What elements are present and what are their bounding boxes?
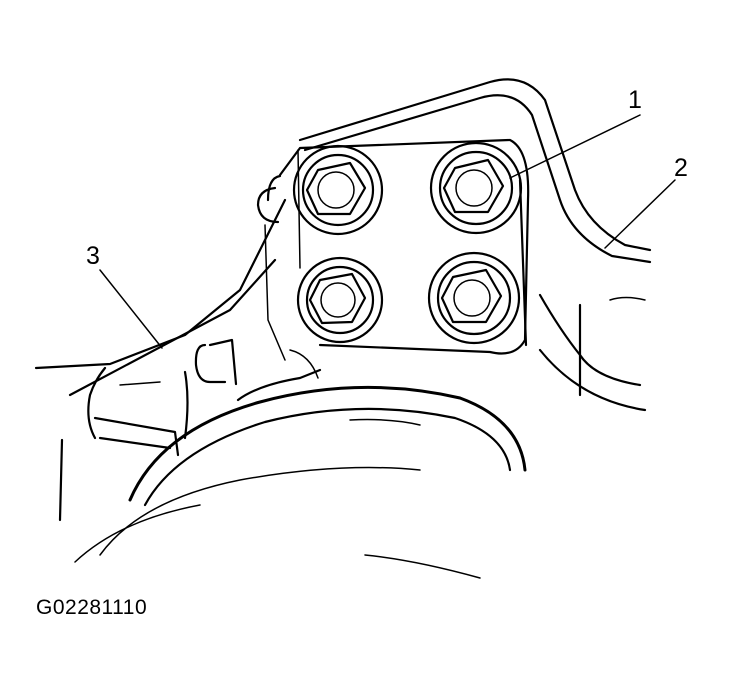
callout-2: 2	[674, 154, 688, 182]
lower-support	[34, 198, 322, 522]
callout-1: 1	[628, 86, 642, 114]
leader-line-1	[509, 114, 641, 179]
bolt-top-right	[429, 141, 523, 235]
callout-3: 3	[86, 242, 100, 270]
bolt-bottom-right	[427, 251, 521, 345]
leader-line-2	[604, 179, 676, 249]
bolt-bottom-left	[296, 256, 384, 344]
bolt-top-left	[292, 144, 384, 236]
stud-pin	[256, 174, 282, 224]
leader-lines	[99, 114, 676, 349]
mounting-bracket	[278, 78, 652, 412]
figure-id: G02281110	[36, 596, 148, 619]
round-housing	[74, 385, 527, 579]
leader-line-3	[99, 269, 163, 349]
